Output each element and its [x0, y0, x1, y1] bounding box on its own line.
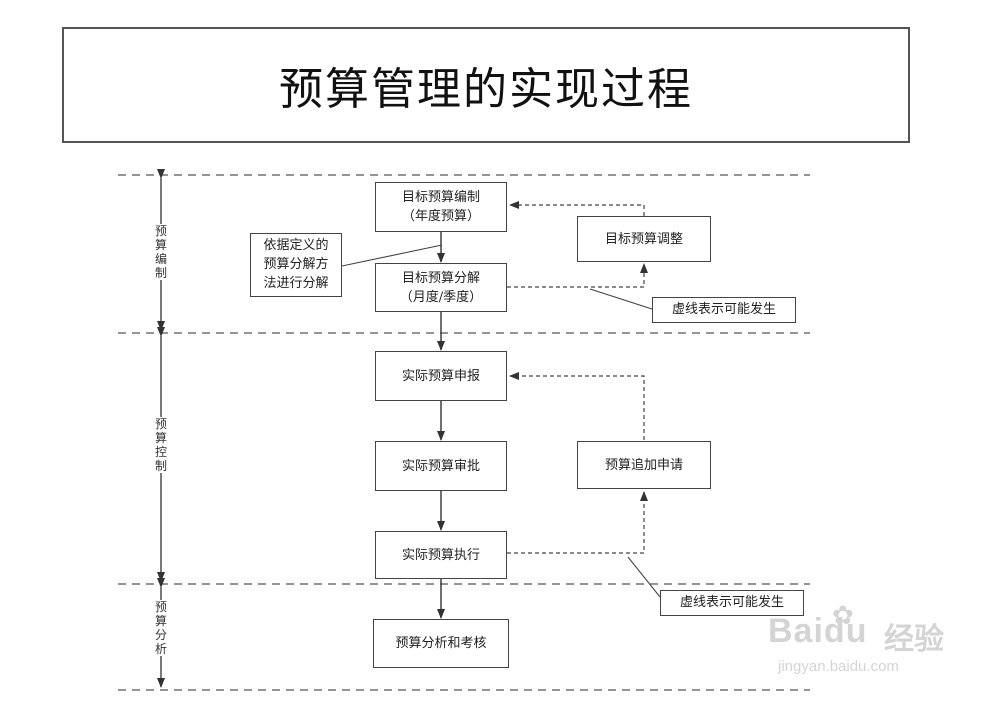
dashed-adjust-to-compile — [509, 201, 645, 216]
box-target-decompose-line1: 目标预算分解 — [401, 270, 480, 286]
page-title: 预算管理的实现过程 — [279, 64, 693, 115]
box-target-compile-line2: （年度预算） — [401, 209, 480, 224]
paw-icon: ✿ — [832, 600, 854, 630]
note-method-line1: 依据定义的 — [263, 238, 329, 253]
box-target-compile-line1: 目标预算编制 — [401, 190, 480, 205]
note-dashed-possible-1: 虚线表示可能发生 — [652, 297, 796, 323]
note-method-line3: 法进行分解 — [263, 276, 329, 291]
phase-label-control: 预算控制 — [153, 417, 169, 473]
title-box: 预算管理的实现过程 — [62, 27, 910, 143]
leader-dashed-note-1 — [589, 288, 653, 310]
box-target-decompose: 目标预算分解 （月度/季度） — [375, 263, 507, 312]
leader-method-note — [341, 244, 443, 267]
phase-label-analysis: 预算分析 — [153, 600, 169, 656]
phase-label-planning: 预算编制 — [153, 224, 169, 280]
dashed-decompose-to-adjust — [507, 263, 648, 288]
watermark-logo: Baidu — [768, 612, 868, 650]
box-analysis-assess: 预算分析和考核 — [373, 619, 509, 668]
box-target-decompose-line2: （月度/季度） — [399, 289, 483, 305]
note-dashed-possible-2: 虚线表示可能发生 — [660, 590, 804, 616]
baidu-jingyan-watermark: Baidu ✿ 经验 jingyan.baidu.com — [768, 600, 958, 684]
dashed-execute-to-add — [507, 491, 648, 554]
note-method-line2: 预算分解方 — [263, 257, 329, 272]
watermark-url: jingyan.baidu.com — [778, 658, 899, 675]
note-decompose-method: 依据定义的 预算分解方 法进行分解 — [250, 233, 342, 297]
dashed-add-to-report — [509, 372, 645, 440]
leader-dashed-note-2 — [627, 556, 661, 598]
box-actual-report: 实际预算申报 — [375, 351, 507, 401]
watermark-brand: 经验 — [884, 623, 944, 656]
box-target-compile: 目标预算编制 （年度预算） — [375, 182, 507, 232]
box-budget-add: 预算追加申请 — [577, 441, 711, 489]
box-actual-approve: 实际预算审批 — [375, 441, 507, 491]
box-target-adjust: 目标预算调整 — [577, 216, 711, 262]
box-actual-execute: 实际预算执行 — [375, 531, 507, 579]
